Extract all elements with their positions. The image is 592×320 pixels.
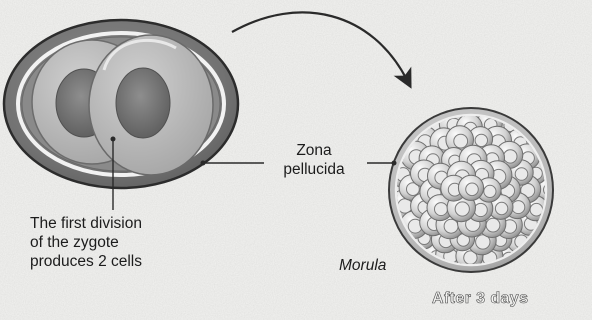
- morula-blastomere-nucleus: [466, 183, 479, 196]
- leader-division-dot: [111, 137, 116, 142]
- morula-blastomere-nucleus: [495, 202, 507, 214]
- morula-blastomere-nucleus: [454, 134, 468, 148]
- right-nucleus: [116, 68, 170, 138]
- morula-blastomere-nucleus: [515, 168, 528, 181]
- leader-zona-right-dot: [392, 161, 397, 166]
- morula-blastomere-nucleus: [530, 203, 543, 216]
- division-label-line-1: The first division: [30, 214, 210, 233]
- zona-label-line-2: pellucida: [262, 160, 366, 179]
- morula-blastomere-nucleus: [455, 202, 469, 216]
- after-3-days-label: After 3 days: [432, 289, 528, 308]
- division-label-line-2: of the zygote: [30, 233, 210, 252]
- morula-blastomere-nucleus: [474, 203, 487, 216]
- morula-blastomere-nucleus: [512, 201, 525, 214]
- morula-blastomere-nucleus: [475, 134, 487, 146]
- morula-blastomere-nucleus: [435, 203, 448, 216]
- first-division-label: The first division of the zygote produce…: [30, 214, 210, 271]
- morula-blastomere-nucleus: [484, 185, 496, 197]
- leader-zona-left-dot: [201, 161, 206, 166]
- morula-blastomere-nucleus: [486, 218, 500, 232]
- morula-blastomere-nucleus: [504, 150, 517, 163]
- division-label-line-3: produces 2 cells: [30, 252, 210, 271]
- zona-label-line-1: Zona: [262, 141, 366, 160]
- morula-label: Morula: [339, 256, 386, 275]
- zona-pellucida-label: Zona pellucida: [262, 141, 366, 179]
- morula-blastomere-nucleus: [444, 219, 458, 233]
